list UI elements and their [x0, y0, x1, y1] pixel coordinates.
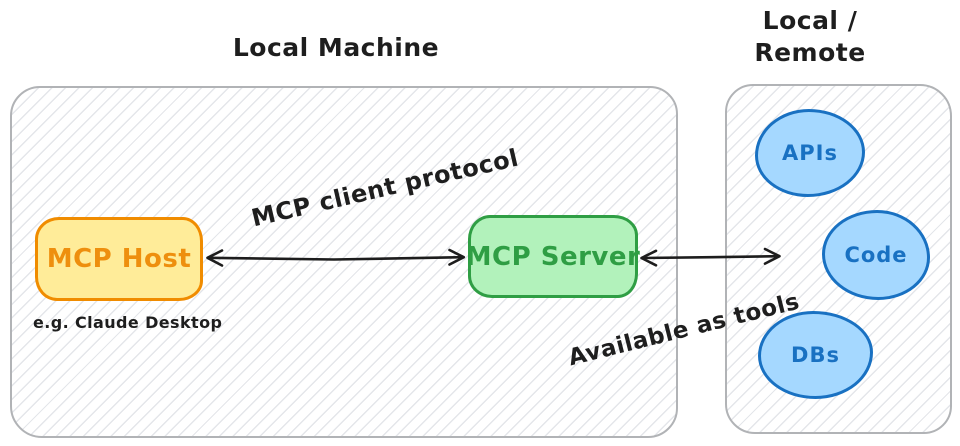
dbs-node: DBs	[758, 311, 873, 399]
apis-label: APIs	[782, 141, 838, 165]
mcp-server-node: MCP Server	[465, 215, 641, 298]
code-node: Code	[822, 210, 930, 300]
mcp-host-label: MCP Host	[46, 244, 192, 274]
dbs-label: DBs	[791, 343, 840, 367]
mcp-server-label: MCP Server	[465, 241, 641, 272]
local-remote-title-line2: Remote	[754, 38, 866, 67]
local-machine-title: Local Machine	[232, 33, 440, 62]
local-remote-title: Local / Remote	[754, 5, 865, 69]
mcp-host-caption: e.g. Claude Desktop	[33, 313, 223, 332]
local-remote-title-line1: Local /	[762, 6, 858, 35]
mcp-host-node: MCP Host	[35, 217, 203, 301]
code-label: Code	[844, 243, 908, 267]
apis-node: APIs	[755, 109, 865, 197]
